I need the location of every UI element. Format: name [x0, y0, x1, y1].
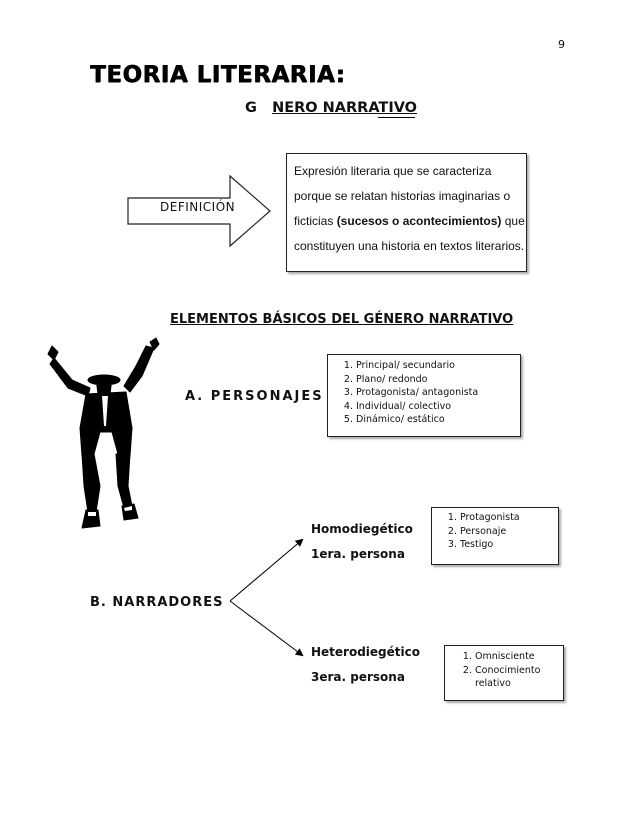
heterodiegetico-label: Heterodiegético	[311, 645, 420, 659]
definition-box: Expresión literaria que se caracteriza p…	[286, 153, 527, 272]
homodiegetico-list: Protagonista Personaje Testigo	[432, 511, 558, 552]
elements-heading: ELEMENTOS BÁSICOS DEL GÉNERO NARRATIVO	[170, 312, 514, 327]
homodiegetico-list-box: Protagonista Personaje Testigo	[431, 507, 559, 565]
personajes-list: Principal/ secundario Plano/ redondo Pro…	[328, 359, 520, 427]
list-item: Plano/ redondo	[356, 373, 520, 387]
subtitle-rest: NERO NARRATIVO	[272, 100, 418, 116]
definition-arrow	[127, 174, 271, 248]
list-item: Protagonista/ antagonista	[356, 386, 520, 400]
list-item: Conocimiento relativo	[475, 664, 563, 691]
list-item: Protagonista	[460, 511, 558, 525]
narradores-label: B. NARRADORES	[90, 595, 224, 610]
definition-label: DEFINICIÓN	[160, 200, 236, 214]
list-item: Personaje	[460, 525, 558, 539]
heterodiegetico-person: 3era. persona	[311, 670, 405, 684]
homodiegetico-person: 1era. persona	[311, 547, 405, 561]
list-item: Principal/ secundario	[356, 359, 520, 373]
list-item: Testigo	[460, 538, 558, 552]
homodiegetico-label: Homodiegético	[311, 522, 413, 536]
list-item: Omnisciente	[475, 650, 563, 664]
personajes-label: A. PERSONAJES	[185, 389, 324, 404]
subtitle-underline	[378, 117, 415, 118]
heterodiegetico-list: Omnisciente Conocimiento relativo	[445, 650, 563, 691]
definition-text: Expresión literaria que se caracteriza p…	[294, 164, 511, 228]
list-item: Individual/ colectivo	[356, 400, 520, 414]
page-number: 9	[558, 38, 565, 51]
list-item: Dinámico/ estático	[356, 413, 520, 427]
page-title: TEORIA LITERARIA:	[90, 62, 346, 88]
heterodiegetico-list-box: Omnisciente Conocimiento relativo	[444, 645, 564, 701]
subtitle-initial: G	[245, 100, 257, 116]
dancer-silhouette-illustration	[47, 337, 160, 529]
definition-emphasis: (sucesos o acontecimientos)	[336, 214, 502, 228]
definition-text-end: que constituyen una historia en textos l…	[294, 214, 525, 253]
personajes-list-box: Principal/ secundario Plano/ redondo Pro…	[327, 354, 521, 437]
subtitle: G NERO NARRATIVO	[245, 100, 417, 116]
